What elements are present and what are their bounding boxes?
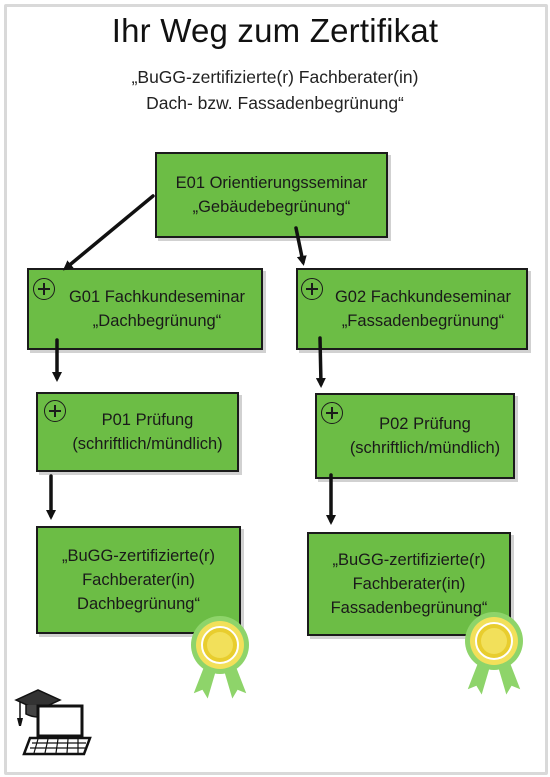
box-g01-fachkundeseminar: G01 Fachkundeseminar „Dachbegrünung“ xyxy=(27,268,263,350)
plus-circle-icon xyxy=(321,402,343,424)
box-g02-line-1: G02 Fachkundeseminar xyxy=(334,288,512,306)
page-frame xyxy=(4,4,548,775)
box-certificate-fassadenbegruenung: „BuGG-zertifizierte(r) Fachberater(in) F… xyxy=(307,532,511,636)
box-e01-line-1: E01 Orientierungsseminar xyxy=(175,174,368,192)
box-p02-line-2: (schriftlich/mündlich) xyxy=(349,439,501,457)
box-p02-pruefung: P02 Prüfung (schriftlich/mündlich) xyxy=(315,393,515,479)
box-p01-pruefung: P01 Prüfung (schriftlich/mündlich) xyxy=(36,392,239,472)
subtitle-line-2: Dach- bzw. Fassadenbegrünung“ xyxy=(146,93,404,113)
box-g01-line-1: G01 Fachkundeseminar xyxy=(68,288,246,306)
box-p01-line-2: (schriftlich/mündlich) xyxy=(72,435,223,453)
plus-circle-icon xyxy=(301,278,323,300)
subtitle-line-1: „BuGG-zertifizierte(r) Fachberater(in) xyxy=(131,67,419,87)
cert2-line-3: Fassadenbegrünung“ xyxy=(330,599,488,617)
cert1-line-3: Dachbegrünung“ xyxy=(77,595,200,613)
box-p02-line-1: P02 Prüfung xyxy=(379,415,471,433)
box-certificate-dachbegruenung: „BuGG-zertifizierte(r) Fachberater(in) D… xyxy=(36,526,241,634)
cert2-line-2: Fachberater(in) xyxy=(352,575,466,593)
cert2-line-1: „BuGG-zertifizierte(r) xyxy=(332,551,486,569)
box-e01-orientierungsseminar: E01 Orientierungsseminar „Gebäudebegrünu… xyxy=(155,152,388,238)
cert1-line-1: „BuGG-zertifizierte(r) xyxy=(61,547,216,565)
plus-circle-icon xyxy=(33,278,55,300)
box-g01-line-2: „Dachbegrünung“ xyxy=(92,312,222,330)
page-title: Ihr Weg zum Zertifikat xyxy=(111,12,439,49)
box-e01-line-2: „Gebäudebegrünung“ xyxy=(192,198,351,216)
box-g02-fachkundeseminar: G02 Fachkundeseminar „Fassadenbegrünung“ xyxy=(296,268,528,350)
box-p01-line-1: P01 Prüfung xyxy=(101,411,194,429)
cert1-line-2: Fachberater(in) xyxy=(82,571,195,589)
box-g02-line-2: „Fassadenbegrünung“ xyxy=(341,312,505,330)
plus-circle-icon xyxy=(44,400,66,422)
page-subtitle: „BuGG-zertifizierte(r) Fachberater(in) D… xyxy=(0,64,550,116)
